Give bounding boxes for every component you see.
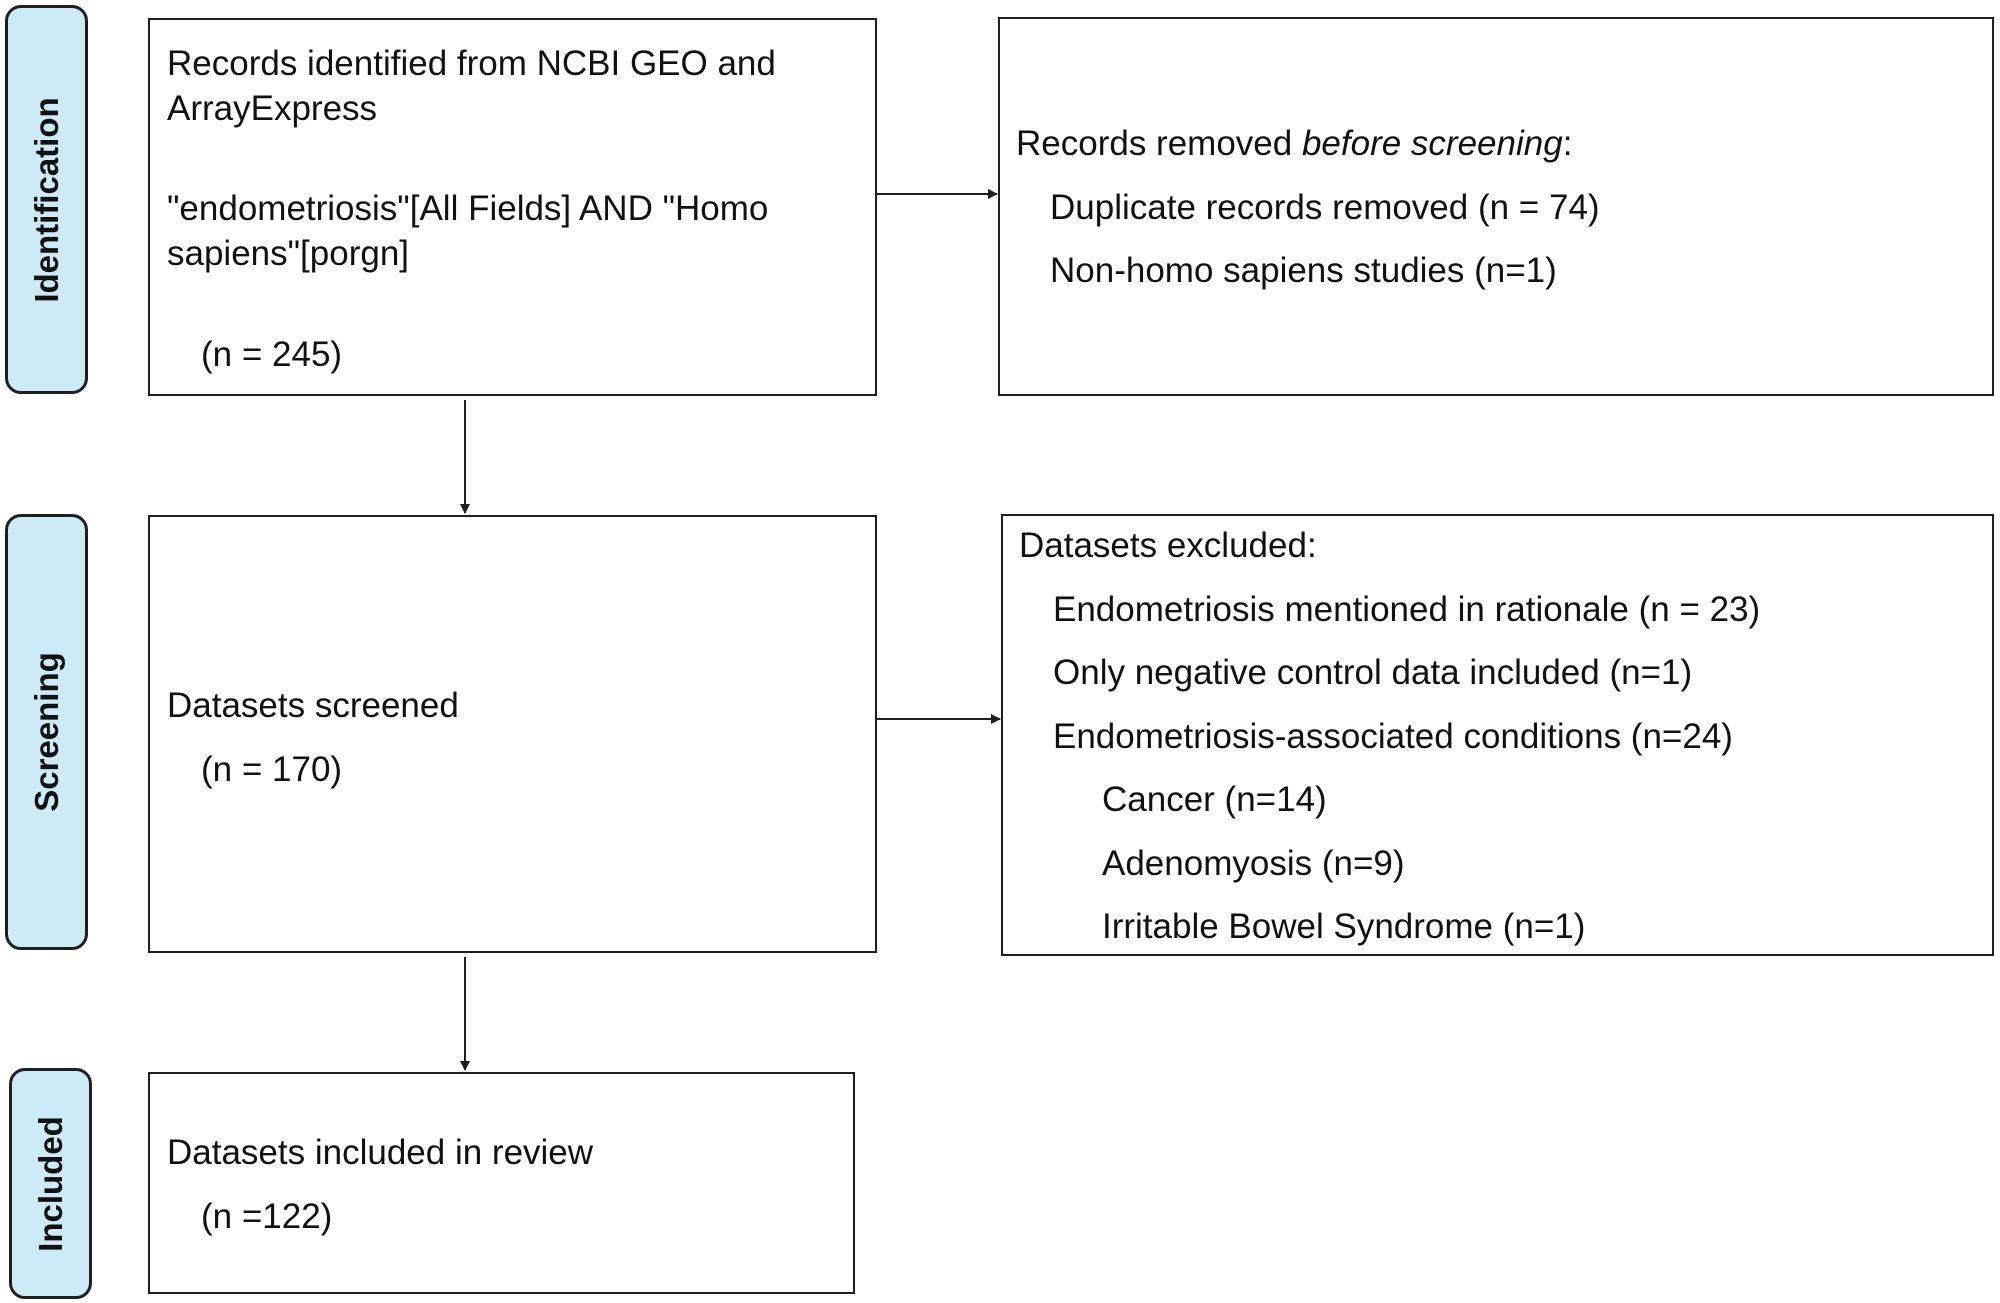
records-removed-heading-prefix: Records removed — [1016, 124, 1302, 163]
records-removed-heading: Records removed before screening: — [1016, 122, 1572, 166]
datasets-excluded-heading: Datasets excluded: — [1019, 526, 1317, 565]
records-removed-box: Records removed before screening: Duplic… — [998, 17, 1994, 396]
exclusion-reason: Endometriosis mentioned in rationale (n … — [1053, 590, 1761, 629]
exclusion-subreason: Cancer (n=14) — [1102, 780, 1327, 819]
records-removed-heading-suffix: : — [1562, 124, 1573, 163]
identification-source-line-1: Records identified from NCBI GEO and — [167, 44, 776, 83]
identification-query-line-2: sapiens"[porgn] — [167, 234, 410, 273]
datasets-included-count: (n =122) — [201, 1197, 333, 1236]
exclusion-reason: Endometriosis-associated conditions (n=2… — [1053, 717, 1733, 756]
datasets-included-label: Datasets included in review — [167, 1133, 594, 1172]
datasets-excluded-box: Datasets excluded: Endometriosis mention… — [1001, 514, 1994, 956]
datasets-included-box: Datasets included in review (n =122) — [148, 1072, 855, 1294]
exclusion-reason: Only negative control data included (n=1… — [1053, 653, 1693, 692]
datasets-screened-count: (n = 170) — [201, 750, 343, 789]
records-removed-item: Duplicate records removed (n = 74) — [1050, 188, 1600, 227]
identification-query-line-1: "endometriosis"[All Fields] AND "Homo — [167, 189, 769, 228]
stage-tab-identification: Identification — [5, 5, 88, 394]
identification-box: Records identified from NCBI GEO and Arr… — [148, 18, 877, 396]
stage-tab-screening: Screening — [5, 514, 88, 950]
exclusion-subreason: Adenomyosis (n=9) — [1102, 844, 1405, 883]
records-removed-heading-emphasis: before screening — [1301, 124, 1563, 163]
stage-tab-included: Included — [9, 1068, 92, 1299]
identification-source-line-2: ArrayExpress — [167, 89, 378, 128]
records-removed-item: Non-homo sapiens studies (n=1) — [1050, 251, 1557, 290]
datasets-screened-label: Datasets screened — [167, 686, 459, 725]
identification-count: (n = 245) — [201, 335, 343, 374]
datasets-screened-box: Datasets screened (n = 170) — [148, 515, 877, 953]
exclusion-subreason: Irritable Bowel Syndrome (n=1) — [1102, 907, 1586, 946]
